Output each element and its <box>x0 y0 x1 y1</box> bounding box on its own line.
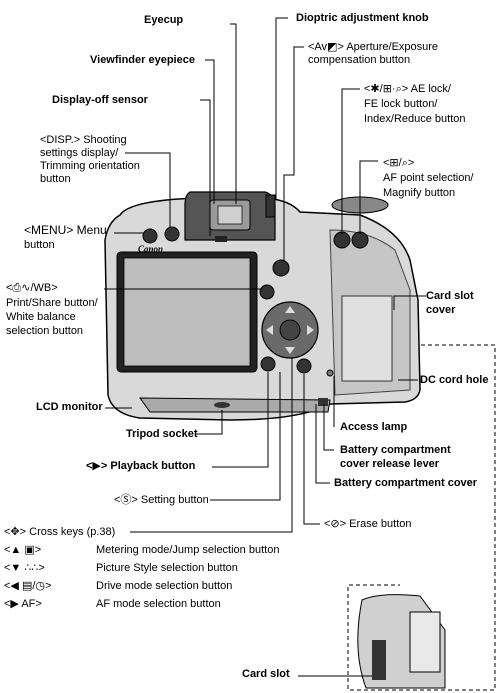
disp-button-icon <box>165 227 179 241</box>
label-aperture-2: compensation button <box>308 54 410 67</box>
legend-symbol: <▼ ∴∴> <box>4 562 96 575</box>
legend-row-metering: <▲ ▣>Metering mode/Jump selection button <box>4 544 279 557</box>
label-lcd-monitor: LCD monitor <box>36 401 103 414</box>
legend-symbol: <▲ ▣> <box>4 544 96 557</box>
tripod-socket-icon <box>214 402 230 408</box>
label-card-cover-1: Card slot <box>426 290 474 303</box>
card-slot-opening <box>372 640 386 680</box>
label-ae-lock-1: <✱/⊞·⌕> AE lock/ <box>364 83 451 96</box>
menu-button-icon <box>143 229 157 243</box>
label-wb-1: <⎙∿/WB> <box>6 282 58 295</box>
legend-desc: AF mode selection button <box>96 598 221 610</box>
wb-button-icon <box>260 285 274 299</box>
label-battery-lever-2: cover release lever <box>340 458 439 471</box>
label-disp-2: settings display/ <box>40 147 118 160</box>
legend-symbol: <◀ ▤/◷> <box>4 580 96 593</box>
dioptric-knob-icon <box>266 195 275 217</box>
card-slot-cover <box>342 296 392 381</box>
label-af-point-1: <⊞/⌕> <box>383 157 414 170</box>
playback-button-icon <box>261 357 275 371</box>
lcd-monitor-screen <box>124 258 250 366</box>
ae-lock-button-icon <box>334 232 350 248</box>
label-wb-4: selection button <box>6 325 83 338</box>
set-button-icon <box>280 320 300 340</box>
af-point-button-icon <box>352 232 368 248</box>
label-disp-4: button <box>40 173 71 186</box>
label-setting-button: <Ⓢ> Setting button <box>114 494 209 507</box>
label-dioptric-knob: Dioptric adjustment knob <box>296 12 429 25</box>
legend-row-cross-keys: <✥> Cross keys (p.38) <box>4 526 115 539</box>
legend-desc: Picture Style selection button <box>96 562 238 574</box>
label-menu-2: button <box>24 239 55 252</box>
battery-lever-icon <box>318 398 328 406</box>
legend-symbol: <▶ AF> <box>4 598 96 611</box>
label-battery-cover: Battery compartment cover <box>334 477 477 490</box>
label-ae-lock-2: FE lock button/ <box>364 98 437 111</box>
access-lamp-icon <box>327 370 333 376</box>
camera-bottom <box>140 398 330 412</box>
label-card-cover-2: cover <box>426 304 455 317</box>
legend-row-af-mode: <▶ AF>AF mode selection button <box>4 598 221 611</box>
card-slot-cover-open <box>410 612 440 672</box>
label-disp-3: Trimming orientation <box>40 160 140 173</box>
label-wb-2: Print/Share button/ <box>6 297 98 310</box>
legend-desc: Drive mode selection button <box>96 580 232 592</box>
label-dc-cord-hole: DC cord hole <box>420 374 488 387</box>
legend-row-picture-style: <▼ ∴∴>Picture Style selection button <box>4 562 238 575</box>
label-aperture-1: <Av◩> Aperture/Exposure <box>308 41 438 54</box>
label-card-slot: Card slot <box>242 668 290 681</box>
av-button-icon <box>273 260 289 276</box>
legend-row-drive-mode: <◀ ▤/◷>Drive mode selection button <box>4 580 232 593</box>
label-wb-3: White balance <box>6 311 76 324</box>
label-eyecup: Eyecup <box>144 14 183 27</box>
label-af-point-3: Magnify button <box>383 187 455 200</box>
label-playback-button: <▶> Playback button <box>86 460 195 473</box>
label-af-point-2: AF point selection/ <box>383 172 474 185</box>
label-battery-lever-1: Battery compartment <box>340 444 451 457</box>
label-display-off-sensor: Display-off sensor <box>52 94 148 107</box>
label-erase-button: <⊘> Erase button <box>324 518 412 531</box>
legend-desc: Metering mode/Jump selection button <box>96 544 279 556</box>
viewfinder-inner <box>218 206 242 224</box>
label-tripod-socket: Tripod socket <box>126 428 198 441</box>
display-off-sensor-icon <box>215 236 227 242</box>
label-access-lamp: Access lamp <box>340 421 407 434</box>
label-disp-1: <DISP.> Shooting <box>40 134 127 147</box>
legend-symbol: <✥> Cross keys (p.38) <box>4 526 115 538</box>
label-ae-lock-3: Index/Reduce button <box>364 113 466 126</box>
label-viewfinder-eyepiece: Viewfinder eyepiece <box>90 54 195 67</box>
erase-button-icon <box>297 359 311 373</box>
label-menu-1: <MENU> Menu <box>24 224 107 237</box>
